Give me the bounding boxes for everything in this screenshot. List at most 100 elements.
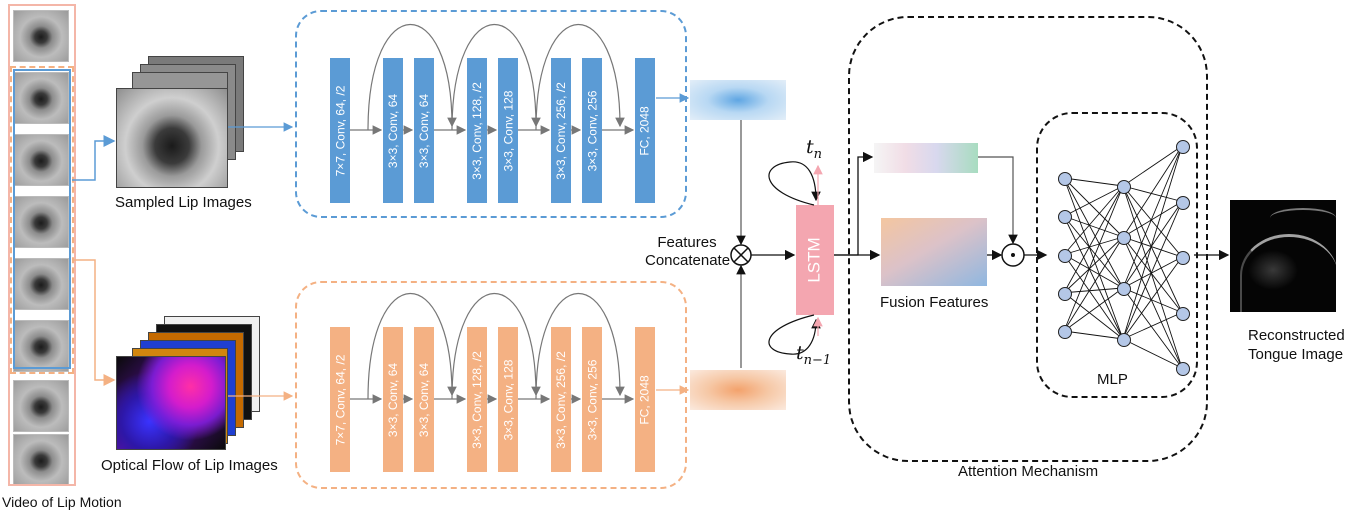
lstm-to-attention-arrow <box>834 151 874 256</box>
mlp-node-layer-3 <box>1176 251 1190 265</box>
mlp-edges <box>1063 145 1183 369</box>
lip-layer-conv128: 3×3, Conv, 128, /2 <box>467 58 487 203</box>
mlp-edge <box>1122 145 1183 340</box>
mlp-edge <box>1122 201 1183 340</box>
mlp-edge <box>1122 338 1183 369</box>
mlp-edge <box>1063 236 1124 332</box>
lip-layer-conv7x7: 7×7, Conv, 64, /2 <box>330 58 350 203</box>
mlp-edge <box>1063 185 1124 255</box>
mlp-edge <box>1063 330 1124 340</box>
lip-layer-conv256: 3×3, Conv, 256, /2 <box>551 58 571 203</box>
video-frame <box>13 434 69 486</box>
mlp-edge <box>1122 185 1183 313</box>
fusion-features-label: Fusion Features <box>880 294 989 311</box>
attention-mechanism-label: Attention Mechanism <box>958 463 1099 480</box>
mlp-node-layer-3 <box>1176 195 1190 210</box>
mlp-edge <box>1063 185 1124 332</box>
mlp-edge <box>1122 236 1183 313</box>
mlp-edge <box>1122 145 1183 289</box>
mlp-edge <box>1122 236 1183 369</box>
mlp-edge <box>1122 287 1183 369</box>
mlp-edge <box>1122 185 1183 369</box>
flow-resnet-branch <box>295 281 687 489</box>
lip-layer-fc: FC, 2048 <box>635 58 655 203</box>
mlp-node-layer-3 <box>1176 362 1190 376</box>
lip-resnet-branch <box>295 10 687 218</box>
lip-feature-block <box>690 80 786 120</box>
fusion-feature-block <box>881 218 987 286</box>
flow-layer-conv256: 3×3, Conv, 256, /2 <box>551 327 571 472</box>
mlp-label: MLP <box>1097 371 1128 388</box>
flow-layer-conv64: 3×3, Conv, 64 <box>383 327 403 472</box>
mlp-node-layer-1 <box>1058 286 1072 301</box>
video-frame <box>13 10 69 62</box>
mlp-edge <box>1063 177 1124 238</box>
flow-layer-conv256: 3×3, Conv, 256 <box>582 327 602 472</box>
mlp-edge <box>1063 215 1124 238</box>
reconstructed-tongue-label: Reconstructed Tongue Image <box>1248 327 1345 363</box>
mlp-edge <box>1063 236 1124 255</box>
mlp-edge <box>1063 185 1124 293</box>
flow-layer-fc: FC, 2048 <box>635 327 655 472</box>
mlp-edge <box>1063 215 1124 289</box>
lip-image <box>116 88 228 188</box>
mlp-edge <box>1063 216 1124 340</box>
flow-layer-conv7x7: 7×7, Conv, 64, /2 <box>330 327 350 472</box>
optical-flow-label: Optical Flow of Lip Images <box>101 457 278 474</box>
mlp-node-layer-2 <box>1117 231 1131 245</box>
lip-layer-conv64: 3×3, Conv, 64 <box>383 58 403 203</box>
tongue-contour <box>1240 234 1336 312</box>
features-concatenate-label: Features Concatenate <box>645 234 731 269</box>
elementwise-product-icon <box>1001 243 1025 267</box>
mlp-edge <box>1063 177 1124 187</box>
optical-flow-image <box>116 356 226 450</box>
mlp-node-layer-1 <box>1058 248 1072 263</box>
mlp-node-layer-1 <box>1058 210 1072 225</box>
lip-branch-connections <box>350 24 635 135</box>
mlp-node-layer-2 <box>1117 180 1131 194</box>
mlp-edge <box>1063 292 1124 340</box>
flow-branch-connections <box>350 293 635 404</box>
mlp-node-layer-1 <box>1058 325 1072 339</box>
reconstructed-tongue-image <box>1230 200 1336 312</box>
mlp-node-layer-2 <box>1117 333 1131 347</box>
concat-operator-icon <box>730 244 752 266</box>
flow-layer-conv128: 3×3, Conv, 128 <box>498 327 518 472</box>
mlp-node-layer-3 <box>1176 140 1190 154</box>
flow-layer-conv128: 3×3, Conv, 128, /2 <box>467 327 487 472</box>
mlp-edge <box>1122 236 1183 258</box>
attention-to-product-arrow <box>978 156 1018 245</box>
mlp-edge <box>1122 312 1183 340</box>
mlp-node-layer-1 <box>1058 172 1072 186</box>
time-step-tn: tn <box>806 136 823 162</box>
sampled-lip-images-label: Sampled Lip Images <box>115 194 252 211</box>
video-label: Video of Lip Motion <box>2 494 122 510</box>
mlp-edge <box>1063 254 1124 340</box>
mlp-edge <box>1122 185 1183 202</box>
attention-feature-block <box>874 143 978 173</box>
mlp-edge <box>1122 287 1183 313</box>
video-frame <box>13 380 69 432</box>
attention-mechanism-box <box>848 16 1208 462</box>
video-to-lip-arrow <box>72 135 116 181</box>
mlp-node-layer-3 <box>1176 306 1190 321</box>
mlp-edge <box>1122 256 1183 340</box>
palate-contour <box>1270 208 1336 228</box>
lip-layer-conv128: 3×3, Conv, 128 <box>498 58 518 203</box>
video-sequence-box <box>8 4 76 486</box>
mlp-node-layer-2 <box>1117 282 1131 296</box>
video-frame <box>13 196 69 248</box>
mlp-edge <box>1122 201 1183 238</box>
mlp-edge <box>1122 201 1183 289</box>
lstm-block: LSTM <box>796 205 834 315</box>
mlp-edge <box>1063 177 1124 289</box>
mlp-edge <box>1063 236 1124 294</box>
sampled-window-dashed-box <box>10 66 74 374</box>
lip-layer-conv64: 3×3, Conv, 64 <box>414 58 434 203</box>
lip-layer-conv256: 3×3, Conv, 256 <box>582 58 602 203</box>
lstm-loop-top <box>768 161 821 206</box>
video-frame <box>13 320 69 372</box>
mlp-edge <box>1063 287 1124 294</box>
